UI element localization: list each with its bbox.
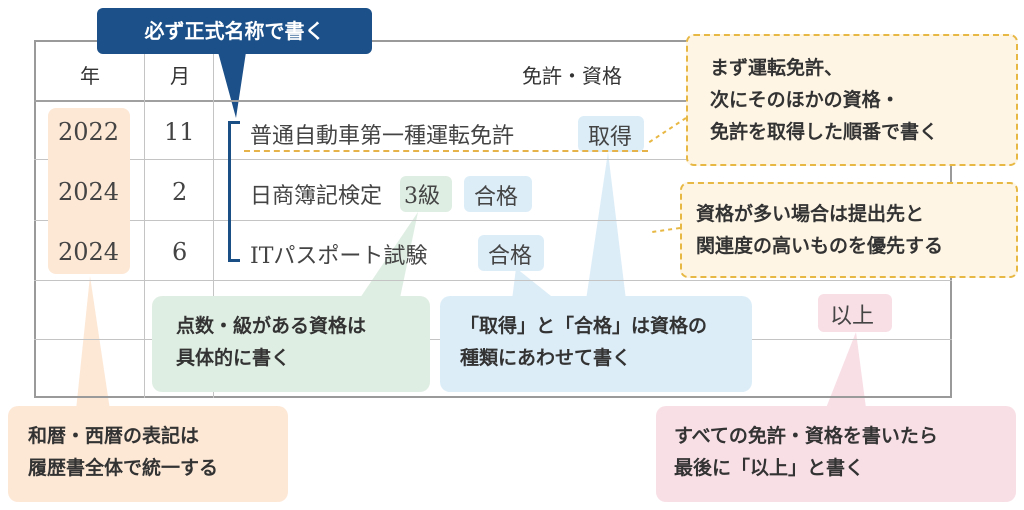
table-row-license-name: 普通自動車第一種運転免許 <box>250 124 515 149</box>
callout-text: 「取得」と「合格」は資格の <box>460 315 708 337</box>
table-row-license-name: 日商簿記検定 <box>250 184 383 209</box>
official-name-bracket <box>228 121 240 262</box>
status-pointer-1 <box>586 152 626 300</box>
table-row-license-name: ITパスポート試験 <box>250 244 428 269</box>
table-row-month: 6 <box>172 238 188 266</box>
callout-text: まず運転免許、 <box>710 57 844 79</box>
header-month: 月 <box>170 64 190 88</box>
row-divider <box>34 220 952 221</box>
grade-highlight <box>400 176 452 212</box>
callout-text: 次にそのほかの資格・ <box>710 89 900 111</box>
callout-text: 点数・級がある資格は <box>176 315 367 337</box>
status-highlight <box>578 116 644 152</box>
status-highlight <box>478 235 544 271</box>
table-row-month: 2 <box>172 178 188 206</box>
grade-pointer <box>360 212 418 298</box>
table-row-status: 合格 <box>488 244 533 269</box>
column-divider <box>213 40 214 398</box>
callout-status-word: 「取得」と「合格」は資格の 種類にあわせて書く <box>440 296 752 392</box>
end-mark: 以上 <box>830 304 875 329</box>
table-row-year: 2024 <box>58 178 120 206</box>
row-divider <box>34 159 952 160</box>
callout-text: 和暦・西暦の表記は <box>28 425 200 447</box>
callout-calendar: 和暦・西暦の表記は 履歴書全体で統一する <box>8 406 288 502</box>
official-name-pointer <box>218 52 246 118</box>
callout-text: 資格が多い場合は提出先と <box>696 203 925 225</box>
ending-pointer <box>826 332 866 408</box>
callout-text: 最後に「以上」と書く <box>674 457 865 479</box>
callout-text: 種類にあわせて書く <box>460 347 632 369</box>
table-row-grade: 3級 <box>404 184 440 209</box>
callout-ending: すべての免許・資格を書いたら 最後に「以上」と書く <box>656 406 1016 502</box>
callout-priority: 資格が多い場合は提出先と 関連度の高いものを優先する <box>680 182 1018 278</box>
status-highlight <box>464 176 532 212</box>
year-highlight <box>48 108 130 274</box>
calendar-pointer <box>76 276 110 410</box>
callout-text: すべての免許・資格を書いたら <box>674 425 938 447</box>
table-row-status: 取得 <box>588 125 633 150</box>
status-pointer-2 <box>512 268 556 300</box>
header-year: 年 <box>80 64 100 88</box>
callout-text: 具体的に書く <box>176 347 291 369</box>
callout-text: 履歴書全体で統一する <box>28 457 219 479</box>
callout-order: まず運転免許、 次にそのほかの資格・ 免許を取得した順番で書く <box>686 34 1018 166</box>
header-license: 免許・資格 <box>522 64 622 88</box>
table-row-year: 2022 <box>58 118 120 146</box>
license-name-underline <box>244 150 648 152</box>
end-mark-highlight <box>818 294 892 332</box>
callout-text: 関連度の高いものを優先する <box>696 235 944 257</box>
row-divider <box>34 280 952 281</box>
table-row-year: 2024 <box>58 238 120 266</box>
callout-text: 免許を取得した順番で書く <box>710 121 939 143</box>
table-row-status: 合格 <box>474 185 519 210</box>
callout-official-name: 必ず正式名称で書く <box>97 8 372 54</box>
callout-grade: 点数・級がある資格は 具体的に書く <box>152 296 430 392</box>
table-row-month: 11 <box>164 118 195 146</box>
header-divider <box>34 100 952 102</box>
column-divider <box>144 40 145 398</box>
